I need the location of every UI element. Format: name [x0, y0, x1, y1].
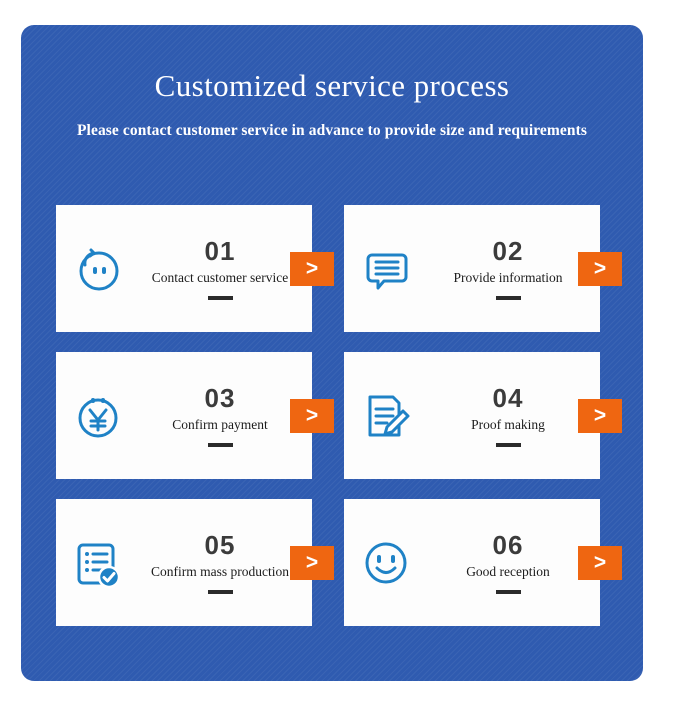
panel-header: Customized service process Please contac… — [21, 25, 643, 141]
step-label: Provide information — [453, 270, 563, 285]
step-next-button[interactable]: > — [578, 398, 622, 433]
step-number: 04 — [492, 383, 524, 413]
chevron-right-icon: > — [305, 551, 319, 574]
step-number: 01 — [204, 236, 236, 266]
chevron-right-icon: > — [593, 404, 607, 427]
step-text: 06 Good reception — [418, 531, 600, 594]
step-card[interactable]: 06 Good reception > — [344, 499, 622, 626]
step-text: 05 Confirm mass production — [130, 531, 312, 594]
chevron-right-icon: > — [593, 257, 607, 280]
speech-bubble-lines-icon — [344, 205, 418, 332]
step-card[interactable]: 03 Confirm payment > — [56, 352, 334, 479]
step-label: Confirm payment — [172, 417, 268, 432]
step-number: 05 — [204, 530, 236, 560]
step-text: 03 Confirm payment — [130, 384, 312, 447]
step-card[interactable]: 01 Contact customer service > — [56, 205, 334, 332]
step-text: 04 Proof making — [418, 384, 600, 447]
step-divider — [495, 590, 521, 594]
chevron-right-icon: > — [593, 551, 607, 574]
step-label: Contact customer service — [151, 270, 289, 285]
step-divider — [207, 296, 233, 300]
step-label: Good reception — [466, 564, 550, 579]
step-number: 06 — [492, 530, 524, 560]
step-card[interactable]: 04 Proof making > — [344, 352, 622, 479]
page-title: Customized service process — [154, 68, 510, 103]
chevron-right-icon: > — [305, 404, 319, 427]
document-pencil-icon — [344, 352, 418, 479]
step-text: 02 Provide information — [418, 237, 600, 300]
step-number: 02 — [492, 236, 524, 266]
step-card[interactable]: 05 Confirm mass production > — [56, 499, 334, 626]
step-label: Proof making — [471, 417, 545, 432]
chevron-right-icon: > — [305, 257, 319, 280]
step-divider — [207, 443, 233, 447]
step-next-button[interactable]: > — [578, 251, 622, 286]
page-subtitle: Please contact customer service in advan… — [76, 122, 588, 139]
step-number: 03 — [204, 383, 236, 413]
step-text: 01 Contact customer service — [130, 237, 312, 300]
process-panel: Customized service process Please contac… — [21, 25, 643, 681]
step-card[interactable]: 02 Provide information > — [344, 205, 622, 332]
steps-grid: 01 Contact customer service > 02 Provid — [56, 205, 622, 626]
step-divider — [207, 590, 233, 594]
step-label: Confirm mass production — [151, 564, 289, 579]
step-next-button[interactable]: > — [290, 398, 334, 433]
step-next-button[interactable]: > — [290, 251, 334, 286]
step-next-button[interactable]: > — [290, 545, 334, 580]
step-divider — [495, 296, 521, 300]
headset-smiley-icon — [56, 205, 130, 332]
yuan-coin-icon — [56, 352, 130, 479]
smiley-face-icon — [344, 499, 418, 626]
step-divider — [495, 443, 521, 447]
step-next-button[interactable]: > — [578, 545, 622, 580]
checklist-verified-icon — [56, 499, 130, 626]
